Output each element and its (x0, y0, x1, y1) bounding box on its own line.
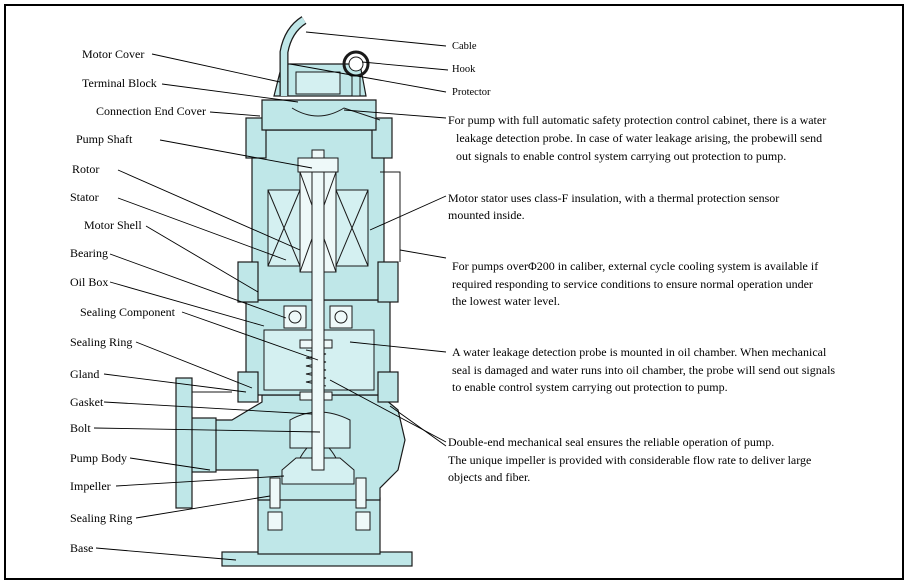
note-4-line-1: A water leakage detection probe is mount… (452, 345, 827, 359)
label-hook: Hook (452, 64, 476, 75)
label-impeller: Impeller (70, 479, 111, 493)
leader-lines (93, 31, 449, 561)
note-5-line-1: Double-end mechanical seal ensures the r… (448, 435, 774, 449)
label-motor-shell: Motor Shell (84, 218, 142, 232)
note-4-line-2: seal is damaged and water runs into oil … (452, 363, 835, 377)
terminal-block (295, 71, 341, 95)
note-4-line-3: to enable control system carrying out pr… (452, 380, 728, 394)
label-bearing: Bearing (70, 246, 108, 260)
label-base: Base (70, 541, 93, 555)
label-bolt: Bolt (70, 421, 91, 435)
note-1-line-2: leakage detection probe. In case of wate… (456, 131, 822, 145)
connection-end-cover (261, 99, 377, 131)
protector-wire (291, 107, 381, 121)
note-1-line-1: For pump with full automatic safety prot… (448, 113, 826, 127)
label-connection-end-cover: Connection End Cover (96, 104, 206, 118)
impeller (281, 457, 355, 485)
label-sealing-ring-upper: Sealing Ring (70, 335, 132, 349)
label-oil-box: Oil Box (70, 275, 108, 289)
note-3-line-3: the lowest water level. (452, 294, 560, 308)
note-5-line-2: The unique impeller is provided with con… (448, 453, 811, 467)
label-terminal-block: Terminal Block (82, 76, 157, 90)
pump-cross-section (175, 16, 413, 567)
label-pump-shaft: Pump Shaft (76, 132, 133, 146)
left-labels: Motor Cover Terminal Block Connection En… (70, 47, 206, 555)
right-labels: Cable Hook Protector (452, 41, 491, 98)
label-stator: Stator (70, 190, 99, 204)
notes: For pump with full automatic safety prot… (448, 113, 835, 484)
label-motor-cover: Motor Cover (82, 47, 144, 61)
label-pump-body: Pump Body (70, 451, 127, 465)
label-rotor: Rotor (72, 162, 99, 176)
note-3-line-1: For pumps overΦ200 in caliber, external … (452, 259, 818, 273)
note-3-line-2: required responding to service condition… (452, 277, 813, 291)
label-cable: Cable (452, 41, 477, 52)
pump-shaft (311, 149, 325, 471)
note-1-line-3: out signals to enable control system car… (456, 149, 786, 163)
label-sealing-ring-lower: Sealing Ring (70, 511, 132, 525)
cable (280, 17, 306, 96)
note-5-line-3: objects and fiber. (448, 470, 530, 484)
note-2-line-1: Motor stator uses class-F insulation, wi… (448, 191, 779, 205)
note-2-line-2: mounted inside. (448, 208, 525, 222)
label-gland: Gland (70, 367, 99, 381)
label-sealing-component: Sealing Component (80, 305, 176, 319)
label-gasket: Gasket (70, 395, 104, 409)
discharge-flange (175, 377, 193, 509)
lower-bearing (283, 305, 307, 329)
label-protector: Protector (452, 87, 491, 98)
upper-bearing (297, 157, 339, 173)
